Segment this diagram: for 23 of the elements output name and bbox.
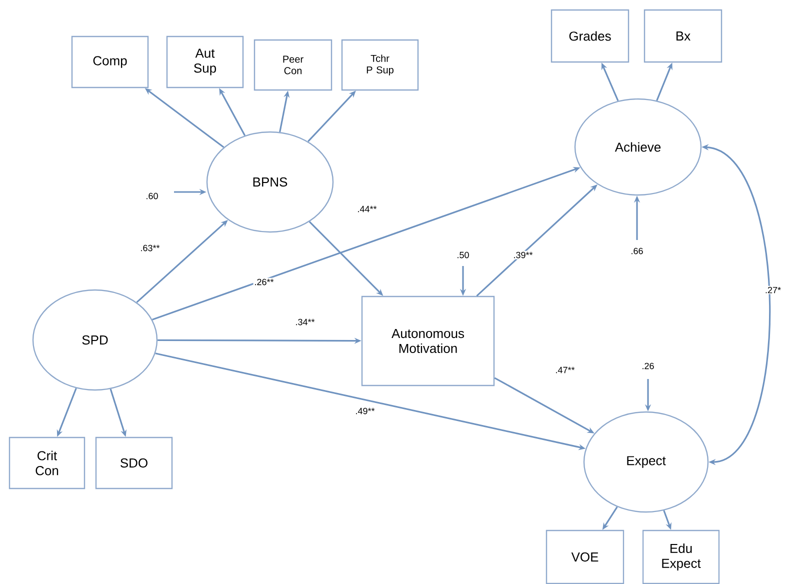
variable-box: Edu Expect xyxy=(642,530,720,584)
variable-box: Crit Con xyxy=(8,436,86,490)
variable-box: Autonomous Motivation xyxy=(361,296,495,386)
edge-label: .26** xyxy=(253,278,275,286)
edge-label: .63** xyxy=(139,244,161,252)
edge-label: .60 xyxy=(144,192,160,200)
variable-box: Peer Con xyxy=(254,39,332,91)
edge-label: .44** xyxy=(356,204,378,214)
edge-label: .27* xyxy=(764,286,782,294)
variable-box: Aut Sup xyxy=(166,36,244,88)
edge-label: .50 xyxy=(456,250,470,260)
variable-box: Bx xyxy=(644,9,722,63)
variable-box: Tchr P Sup xyxy=(341,39,419,91)
edge-label: .26 xyxy=(640,362,656,370)
edge-label: .39** xyxy=(512,250,534,260)
variable-box: Comp xyxy=(71,36,149,88)
variable-box: VOE xyxy=(546,530,624,584)
edge-label: .49** xyxy=(354,406,376,416)
edge-label: .34** xyxy=(294,318,316,326)
edge-label: .47** xyxy=(554,366,576,374)
edge-label: .66 xyxy=(630,246,644,256)
variable-box: Grades xyxy=(550,9,630,63)
variable-box: SDO xyxy=(95,436,173,490)
